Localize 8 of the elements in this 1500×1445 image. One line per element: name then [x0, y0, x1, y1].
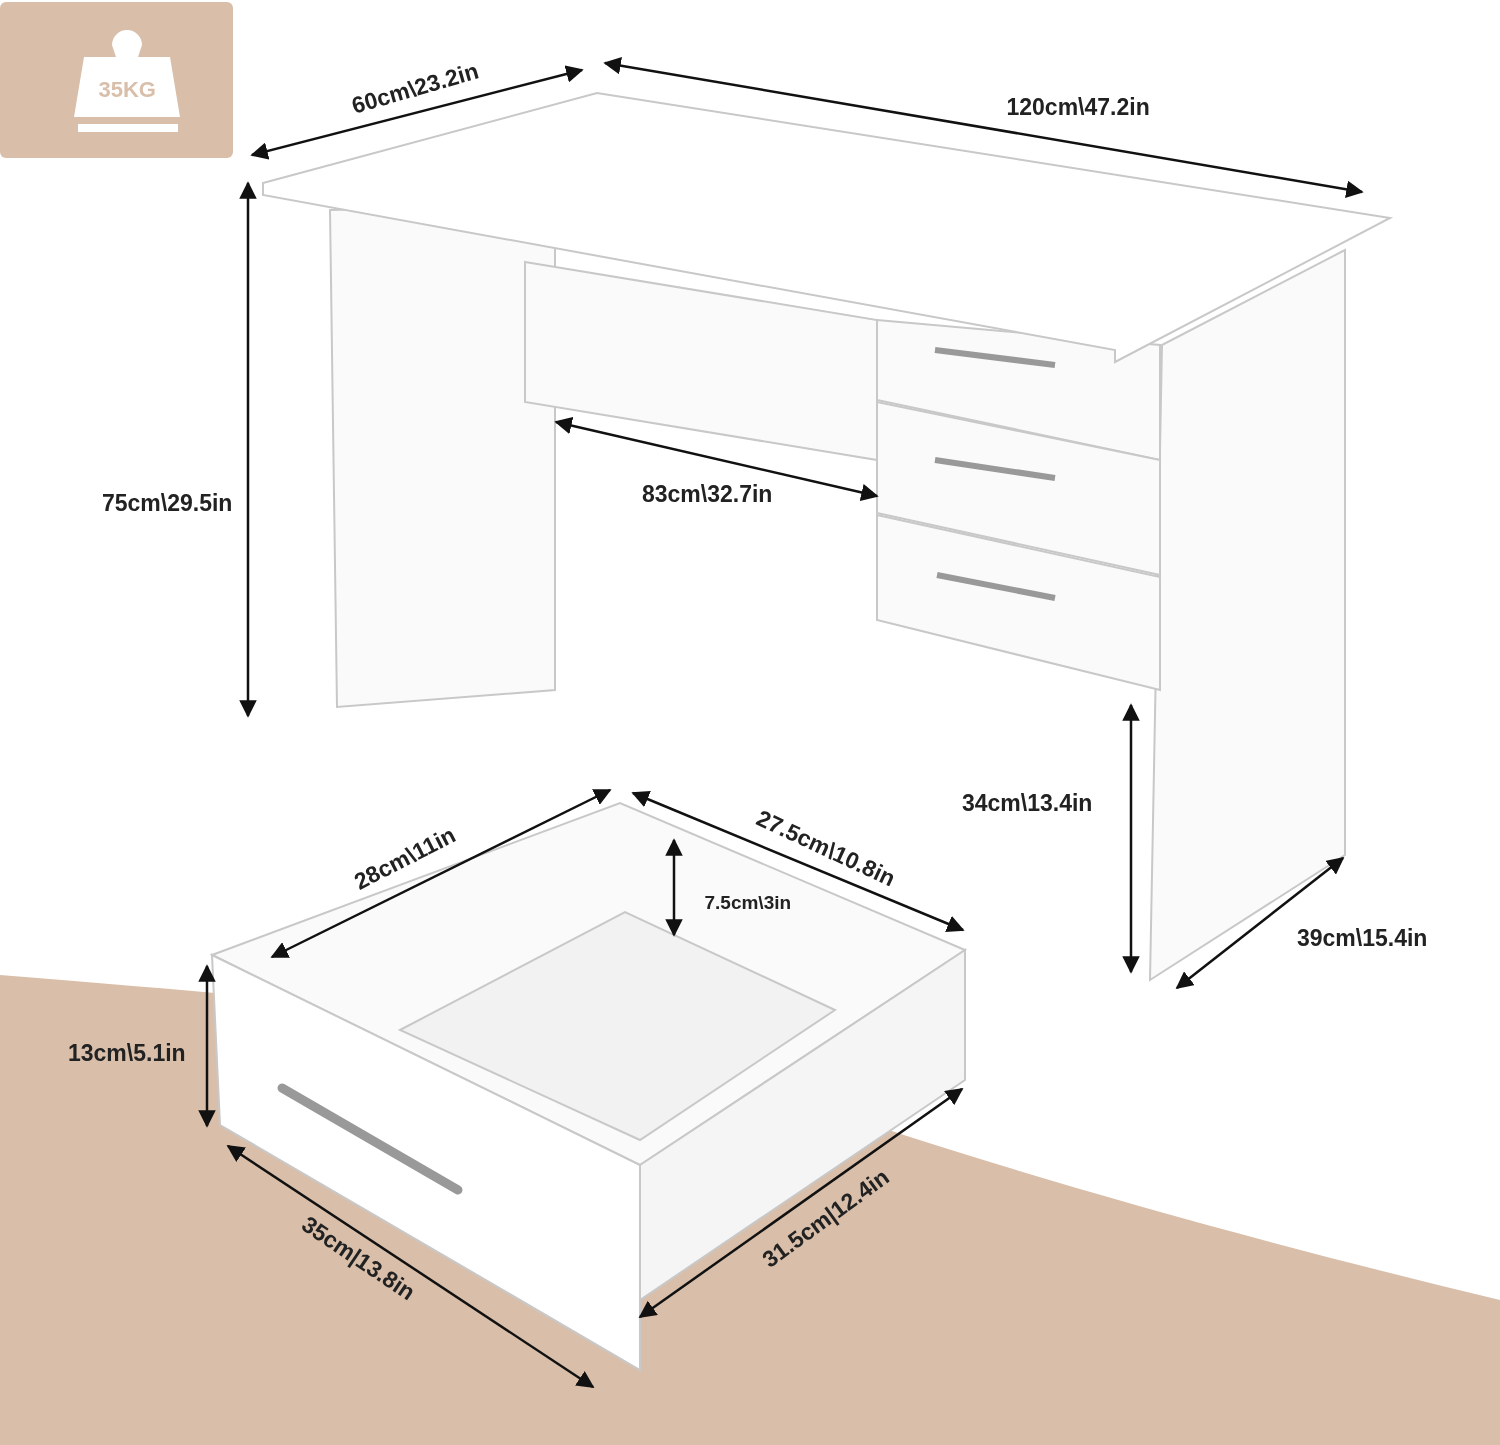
dimension-label: 83cm\32.7in — [642, 480, 773, 508]
dimension-label: 120cm\47.2in — [1006, 93, 1150, 121]
dimension-label: 13cm\5.1in — [68, 1039, 186, 1067]
dimension-label: 34cm\13.4in — [962, 789, 1093, 817]
weight-capacity-label: 35KG — [98, 77, 156, 103]
dimension-label: 75cm\29.5in — [102, 489, 233, 517]
dimension-label: 7.5cm\3in — [704, 892, 792, 914]
dimension-label: 39cm\15.4in — [1297, 924, 1428, 952]
